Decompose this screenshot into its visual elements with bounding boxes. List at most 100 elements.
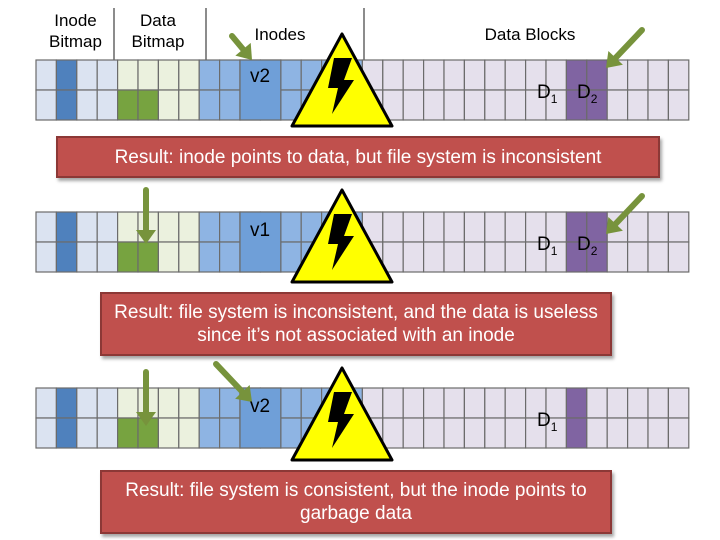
disk-cell [606, 417, 629, 449]
row3-result-box: Result: file system is consistent, but t… [100, 470, 612, 534]
disk-cell [76, 241, 98, 273]
disk-cell [647, 89, 669, 121]
disk-cell [626, 241, 649, 273]
row3-block-label-d1: D1 [537, 410, 558, 434]
disk-cell [178, 89, 200, 121]
row1-inode-arrow-shaft [229, 33, 247, 53]
disk-cell [55, 387, 78, 419]
disk-cell [647, 417, 669, 449]
disk-cell [35, 241, 57, 273]
disk-cell [55, 89, 78, 121]
disk-cell [443, 417, 465, 449]
disk-cell [504, 241, 527, 273]
disk-cell [55, 241, 78, 273]
disk-cell [626, 211, 649, 243]
disk-cell [463, 89, 486, 121]
disk-cell [157, 387, 180, 419]
disk-cell [647, 211, 669, 243]
disk-cell [198, 89, 221, 121]
disk-cell [96, 417, 119, 449]
row2-warning-bolt-icon [328, 214, 354, 270]
disk-cell [606, 89, 629, 121]
disk-cell [626, 89, 649, 121]
disk-cell [280, 59, 302, 91]
disk-cell [157, 89, 180, 121]
disk-cell [219, 387, 241, 419]
disk-cell [402, 387, 425, 419]
disk-cell [667, 241, 690, 273]
disk-cell [463, 417, 486, 449]
disk-cell [667, 211, 690, 243]
disk-cell [484, 241, 506, 273]
disk-cell [116, 417, 139, 449]
disk-cell [402, 59, 425, 91]
disk-cell [504, 89, 527, 121]
disk-cell [219, 59, 241, 91]
disk-cell [35, 417, 57, 449]
disk-cell [484, 211, 506, 243]
divider-1 [113, 8, 115, 60]
disk-cell [484, 387, 506, 419]
disk-cell [116, 387, 139, 419]
disk-cell [157, 417, 180, 449]
disk-cell [55, 211, 78, 243]
row2-block-arrow-head [606, 216, 623, 234]
disk-cell [96, 89, 119, 121]
disk-cell [76, 417, 98, 449]
disk-cell [178, 387, 200, 419]
inodes-header: Inodes [254, 25, 306, 44]
disk-cell [647, 387, 669, 419]
disk-cell [157, 59, 180, 91]
disk-cell [606, 241, 629, 273]
disk-cell [137, 89, 159, 121]
row1-block-label-d2: D2 [577, 82, 598, 106]
disk-cell [463, 211, 486, 243]
disk-cell [463, 241, 486, 273]
row1-warning-bolt-icon [328, 58, 354, 114]
disk-cell [382, 211, 404, 243]
disk-cell [280, 387, 302, 419]
disk-cell [504, 211, 527, 243]
disk-cell [178, 241, 200, 273]
disk-cell [116, 59, 139, 91]
disk-cell [178, 59, 200, 91]
disk-cell [667, 417, 690, 449]
disk-cell [76, 211, 98, 243]
disk-cell [484, 89, 506, 121]
disk-cell [606, 387, 629, 419]
row2-inode-label: v1 [250, 220, 271, 241]
inode-block [239, 211, 282, 273]
disk-cell [402, 417, 425, 449]
disk-cell [198, 241, 221, 273]
disk-cell [565, 417, 588, 449]
disk-cell [35, 387, 57, 419]
disk-cell [35, 89, 57, 121]
disk-cell [116, 89, 139, 121]
disk-cell [423, 417, 445, 449]
disk-cell [463, 59, 486, 91]
disk-cell [443, 241, 465, 273]
row3-warning-bolt-icon [328, 392, 354, 448]
disk-cell [35, 211, 57, 243]
disk-cell [35, 59, 57, 91]
disk-cell [443, 89, 465, 121]
disk-cell [137, 241, 159, 273]
disk-cell [76, 387, 98, 419]
disk-cell [423, 89, 445, 121]
disk-cell [402, 241, 425, 273]
disk-cell [565, 387, 588, 419]
disk-cell [626, 417, 649, 449]
disk-cell [423, 59, 445, 91]
disk-cell [423, 241, 445, 273]
row3-inode-arrow-head [235, 384, 252, 402]
disk-cell [463, 387, 486, 419]
data-blocks-header: Data Blocks [484, 25, 576, 44]
disk-cell [667, 59, 690, 91]
disk-cell [504, 417, 527, 449]
disk-cell [96, 59, 119, 91]
disk-cell [667, 89, 690, 121]
disk-cell [586, 417, 608, 449]
disk-cell [219, 241, 241, 273]
disk-cell [443, 211, 465, 243]
row2-block-label-d1: D1 [537, 234, 558, 258]
